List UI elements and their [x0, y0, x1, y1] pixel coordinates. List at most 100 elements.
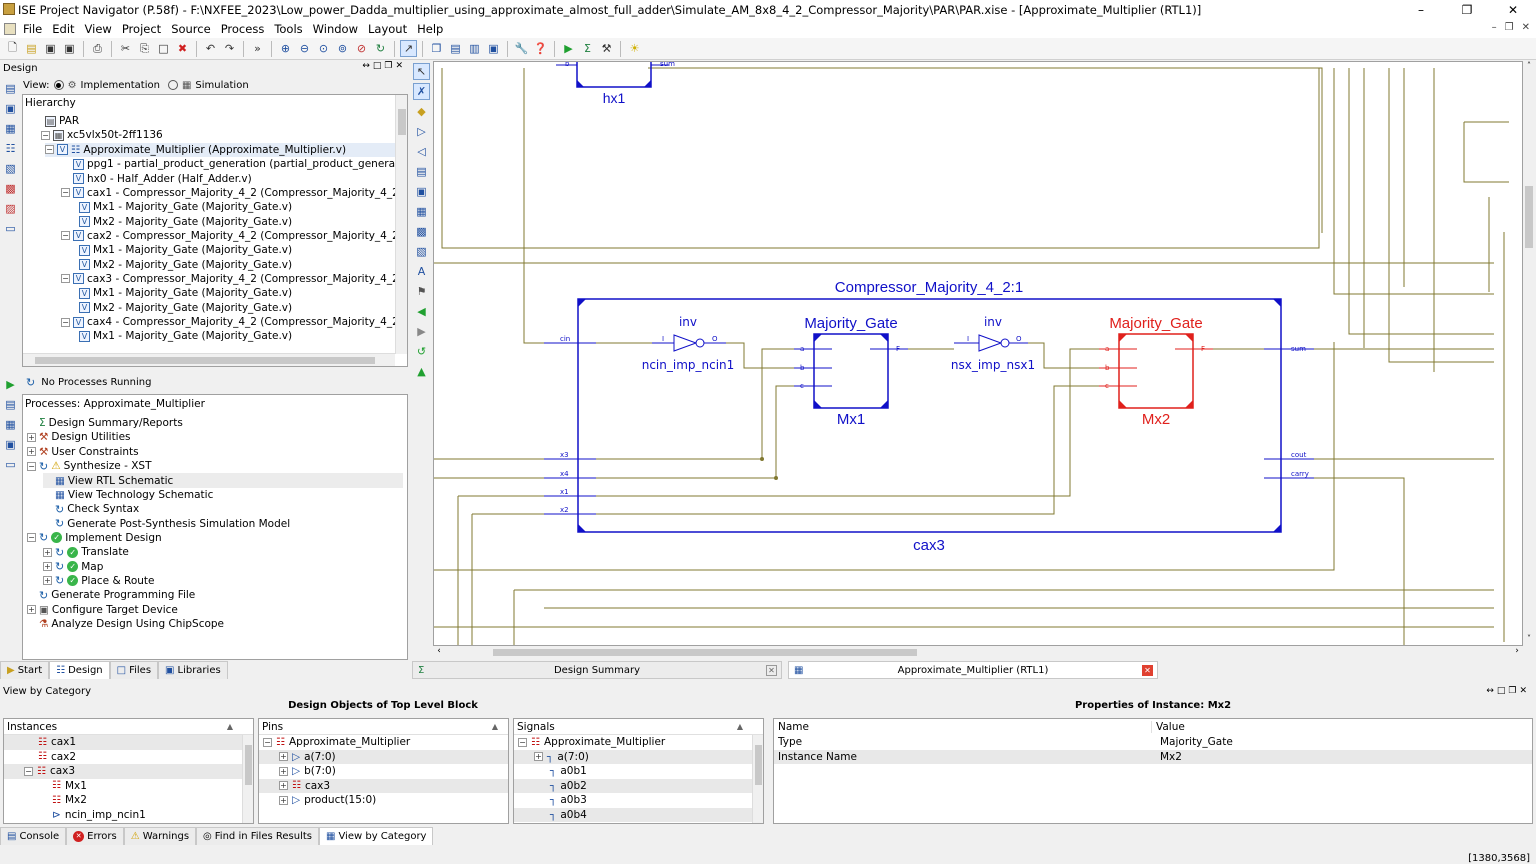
expander-icon[interactable]: −: [27, 461, 36, 471]
schematic-svg[interactable]: b sum hx1 Compressor_Majority_4_2:1 cax3…: [434, 62, 1523, 646]
expander-icon[interactable]: +: [534, 752, 543, 762]
redo-icon[interactable]: ↷: [224, 42, 235, 55]
process-item[interactable]: +↻✓Map: [43, 560, 103, 574]
expander-icon[interactable]: −: [61, 188, 70, 198]
majority-gate-mx2[interactable]: Majority_Gate a b c F Mx2: [1099, 315, 1213, 428]
expander-icon[interactable]: −: [61, 317, 70, 327]
expander-icon[interactable]: −: [518, 737, 527, 747]
menu-tools[interactable]: Tools: [274, 22, 303, 36]
export-icon[interactable]: ▲: [417, 365, 426, 378]
tab-start[interactable]: ▶Start: [0, 661, 50, 679]
add-wire-icon[interactable]: ✗: [413, 83, 430, 100]
mdi-restore-button[interactable]: ❐: [1504, 22, 1514, 33]
panel-controls[interactable]: ↔□❐✕: [1486, 686, 1530, 696]
undo-icon[interactable]: ↶: [205, 42, 216, 55]
tab-design-summary[interactable]: Σ Design Summary ✕: [412, 661, 782, 679]
instance-row[interactable]: −☷cax3: [4, 764, 253, 779]
tile-vertical-icon[interactable]: ▥: [469, 42, 480, 55]
instance-row[interactable]: ☷Mx2: [4, 793, 253, 808]
tab-errors[interactable]: ✕Errors: [66, 827, 124, 845]
process-item[interactable]: ▦View RTL Schematic: [43, 473, 403, 488]
inverter-ncin[interactable]: inv I O ncin_imp_ncin1: [642, 315, 735, 372]
lightbulb-icon[interactable]: ☀: [629, 42, 640, 55]
add-text-icon[interactable]: ▧: [416, 245, 427, 258]
expander-icon[interactable]: +: [27, 605, 36, 615]
expander-icon[interactable]: +: [43, 576, 52, 586]
history-icon[interactable]: ↺: [416, 345, 427, 358]
signal-row[interactable]: −☷Approximate_Multiplier: [514, 735, 763, 750]
process-run-icon[interactable]: ▶: [6, 378, 15, 391]
zoom-out-icon[interactable]: ⊖: [299, 42, 310, 55]
expander-icon[interactable]: +: [279, 766, 288, 776]
expander-icon[interactable]: +: [43, 562, 52, 572]
process-item[interactable]: −↻⚠Synthesize - XST: [27, 459, 152, 473]
panel-sources-icon[interactable]: ▤: [5, 82, 16, 95]
process-item[interactable]: +↻✓Place & Route: [43, 574, 154, 588]
zoom-area-icon[interactable]: ⊘: [356, 42, 367, 55]
panel-new-source-icon[interactable]: ▦: [5, 122, 16, 135]
tab-warnings[interactable]: ⚠Warnings: [123, 827, 197, 845]
menu-view[interactable]: View: [84, 22, 112, 36]
process-rerun-icon[interactable]: ▤: [5, 398, 16, 411]
more-icon[interactable]: »: [254, 42, 261, 55]
process-item[interactable]: ↻Check Syntax: [43, 502, 139, 516]
pin-row[interactable]: +▷a(7:0): [259, 749, 508, 764]
cascade-icon[interactable]: ❐: [431, 42, 442, 55]
instance-row[interactable]: ⊳ncin_imp_ncin1: [4, 808, 253, 823]
process-item[interactable]: ↻Generate Programming File: [27, 588, 195, 602]
signals-header[interactable]: Signals▲: [514, 719, 763, 735]
instances-list[interactable]: Instances▲ ☷cax1☷cax2−☷cax3☷Mx1☷Mx2⊳ncin…: [3, 718, 254, 824]
menu-source[interactable]: Source: [171, 22, 211, 36]
canvas-hscrollbar[interactable]: ‹ ›: [433, 646, 1523, 659]
majority-gate-mx1[interactable]: Majority_Gate a b c F Mx1: [794, 315, 908, 428]
process-props-icon[interactable]: ▣: [5, 438, 16, 451]
pin-row[interactable]: −☷Approximate_Multiplier: [259, 735, 508, 750]
save-all-icon[interactable]: ▣: [64, 42, 75, 55]
schematic-canvas[interactable]: b sum hx1 Compressor_Majority_4_2:1 cax3…: [433, 61, 1523, 646]
process-item[interactable]: −↻✓Implement Design: [27, 531, 162, 545]
menu-process[interactable]: Process: [220, 22, 265, 36]
menu-window[interactable]: Window: [312, 22, 358, 36]
restore-button[interactable]: ❐: [1461, 3, 1473, 17]
hierarchy-hscrollbar[interactable]: [23, 353, 395, 366]
process-item[interactable]: +↻✓Translate: [43, 545, 129, 559]
zoom-in-icon[interactable]: ⊕: [280, 42, 291, 55]
hierarchy-tree[interactable]: Hierarchy ▤PAR−▦xc5vlx50t-2ff1136−V☷Appr…: [22, 94, 408, 367]
implement-icon[interactable]: ⚒: [601, 42, 612, 55]
tab-view-by-category[interactable]: ▦View by Category: [318, 827, 434, 845]
open-folder-icon[interactable]: ▤: [26, 42, 37, 55]
panel-hierarchy-icon[interactable]: ☷: [5, 142, 16, 155]
instance-row[interactable]: ☷cax2: [4, 750, 253, 765]
menu-file[interactable]: File: [23, 22, 43, 36]
menu-edit[interactable]: Edit: [52, 22, 75, 36]
properties-icon[interactable]: 🔧: [514, 42, 529, 55]
cut-icon[interactable]: ✂: [120, 42, 131, 55]
expander-icon[interactable]: +: [27, 447, 36, 457]
add-bus-icon[interactable]: ◁: [417, 145, 426, 158]
add-label-icon[interactable]: A: [417, 265, 426, 278]
panel-tool-icon[interactable]: ▧: [5, 162, 16, 175]
panel-add-source-icon[interactable]: ▣: [5, 102, 16, 115]
paste-icon[interactable]: □: [158, 42, 169, 55]
tile-horizontal-icon[interactable]: ▤: [450, 42, 461, 55]
process-item[interactable]: +⚒Design Utilities: [27, 430, 131, 444]
props-value-header[interactable]: Value: [1156, 721, 1185, 733]
tab-files[interactable]: □Files: [109, 661, 159, 679]
expander-icon[interactable]: +: [279, 795, 288, 805]
cell-hx1[interactable]: b sum hx1: [556, 62, 675, 106]
add-instance-icon[interactable]: ▦: [416, 205, 427, 218]
pin-icon[interactable]: ⚑: [416, 285, 427, 298]
signals-list[interactable]: Signals▲ −☷Approximate_Multiplier+┐a(7:0…: [513, 718, 764, 824]
instances-vscrollbar[interactable]: [242, 735, 253, 823]
add-symbol-icon[interactable]: ◆: [417, 105, 426, 118]
